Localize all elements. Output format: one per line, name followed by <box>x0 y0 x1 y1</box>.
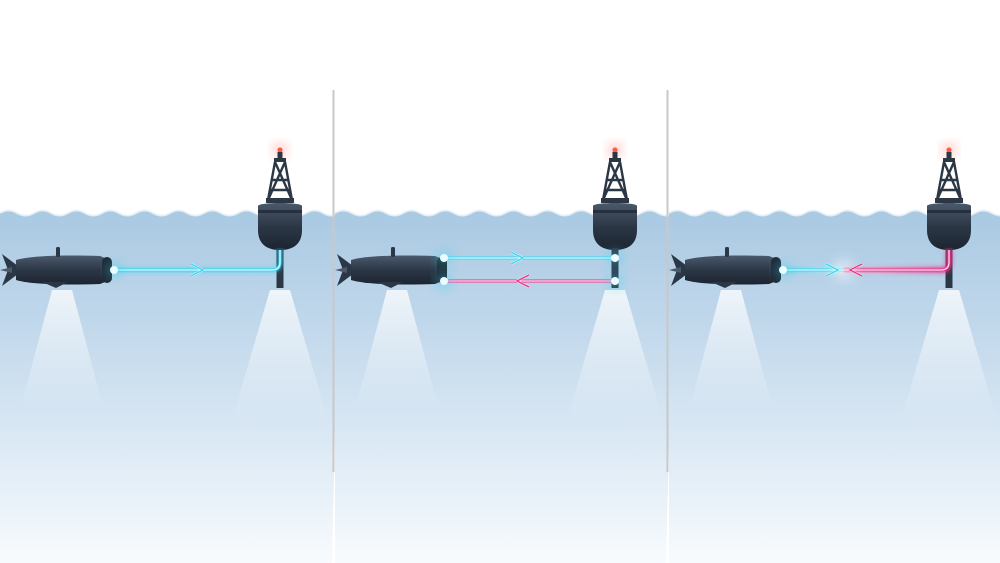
buoy-band <box>593 210 637 213</box>
signal-links <box>107 250 283 277</box>
tower-base <box>266 198 294 203</box>
lattice-tower <box>601 161 629 201</box>
panel-two-way <box>334 144 676 563</box>
buoy-light-cone <box>901 290 997 420</box>
vehicle-light-cone <box>689 290 773 410</box>
buoy-float <box>258 203 302 250</box>
buoy-band <box>258 210 302 213</box>
vehicle-emitter-upper <box>440 254 448 262</box>
vehicle-keel <box>377 282 403 288</box>
panel-one-way <box>0 144 341 563</box>
propeller <box>0 267 12 273</box>
panel-converging <box>668 144 1000 563</box>
vehicle-light-cone <box>20 290 104 410</box>
collision-flare <box>834 260 854 280</box>
underwater-vehicle <box>669 247 781 288</box>
downlink-beam-core <box>844 250 950 271</box>
uplink-beam-core <box>114 250 281 271</box>
surface-buoy <box>593 144 637 288</box>
lattice-tower <box>935 161 963 201</box>
tower-base <box>935 198 963 203</box>
light-post <box>612 152 618 158</box>
water-body <box>669 210 1000 563</box>
light-platform <box>943 158 955 162</box>
vehicle-keel <box>711 282 737 288</box>
underwater-vehicle <box>0 247 112 288</box>
vehicle-mast <box>56 247 60 257</box>
buoy-receiver-lower <box>611 277 619 285</box>
uplink-arrow <box>510 251 525 265</box>
light-platform <box>609 158 621 162</box>
uplink-arrow <box>825 263 840 277</box>
warning-light <box>612 147 618 153</box>
vehicle-hull <box>685 255 779 285</box>
warning-light <box>277 147 283 153</box>
buoy-receiver-upper <box>611 254 619 262</box>
vehicle-mast <box>391 247 395 257</box>
vehicle-emitter-lower <box>440 277 448 285</box>
light-platform <box>274 158 286 162</box>
vehicle-hull <box>351 255 445 285</box>
downlink-arrow <box>848 263 863 277</box>
light-post <box>946 152 952 158</box>
vehicle-light-cone <box>355 290 439 410</box>
warning-light <box>946 147 952 153</box>
propeller <box>669 267 681 273</box>
downlink-arrow <box>515 274 530 288</box>
propeller <box>335 267 347 273</box>
buoy-light-cone <box>232 290 328 420</box>
water-body <box>335 210 675 563</box>
buoy-band <box>927 210 971 213</box>
vehicle-keel <box>42 282 68 288</box>
buoy-float <box>593 203 637 250</box>
panels-root <box>0 90 1000 563</box>
vehicle-mast <box>725 247 729 257</box>
buoy-light-cone <box>567 290 663 420</box>
water-body <box>0 210 340 563</box>
light-post <box>277 152 283 158</box>
vehicle-emitter <box>779 266 787 274</box>
vehicle-emitter <box>110 266 118 274</box>
signal-links <box>776 250 953 280</box>
uplink-arrow <box>190 263 205 277</box>
tower-base <box>601 198 629 203</box>
lattice-tower <box>266 161 294 201</box>
buoy-stem <box>611 248 619 288</box>
vehicle-hull <box>16 255 110 285</box>
signal-links <box>437 251 622 288</box>
buoy-float <box>927 203 971 250</box>
